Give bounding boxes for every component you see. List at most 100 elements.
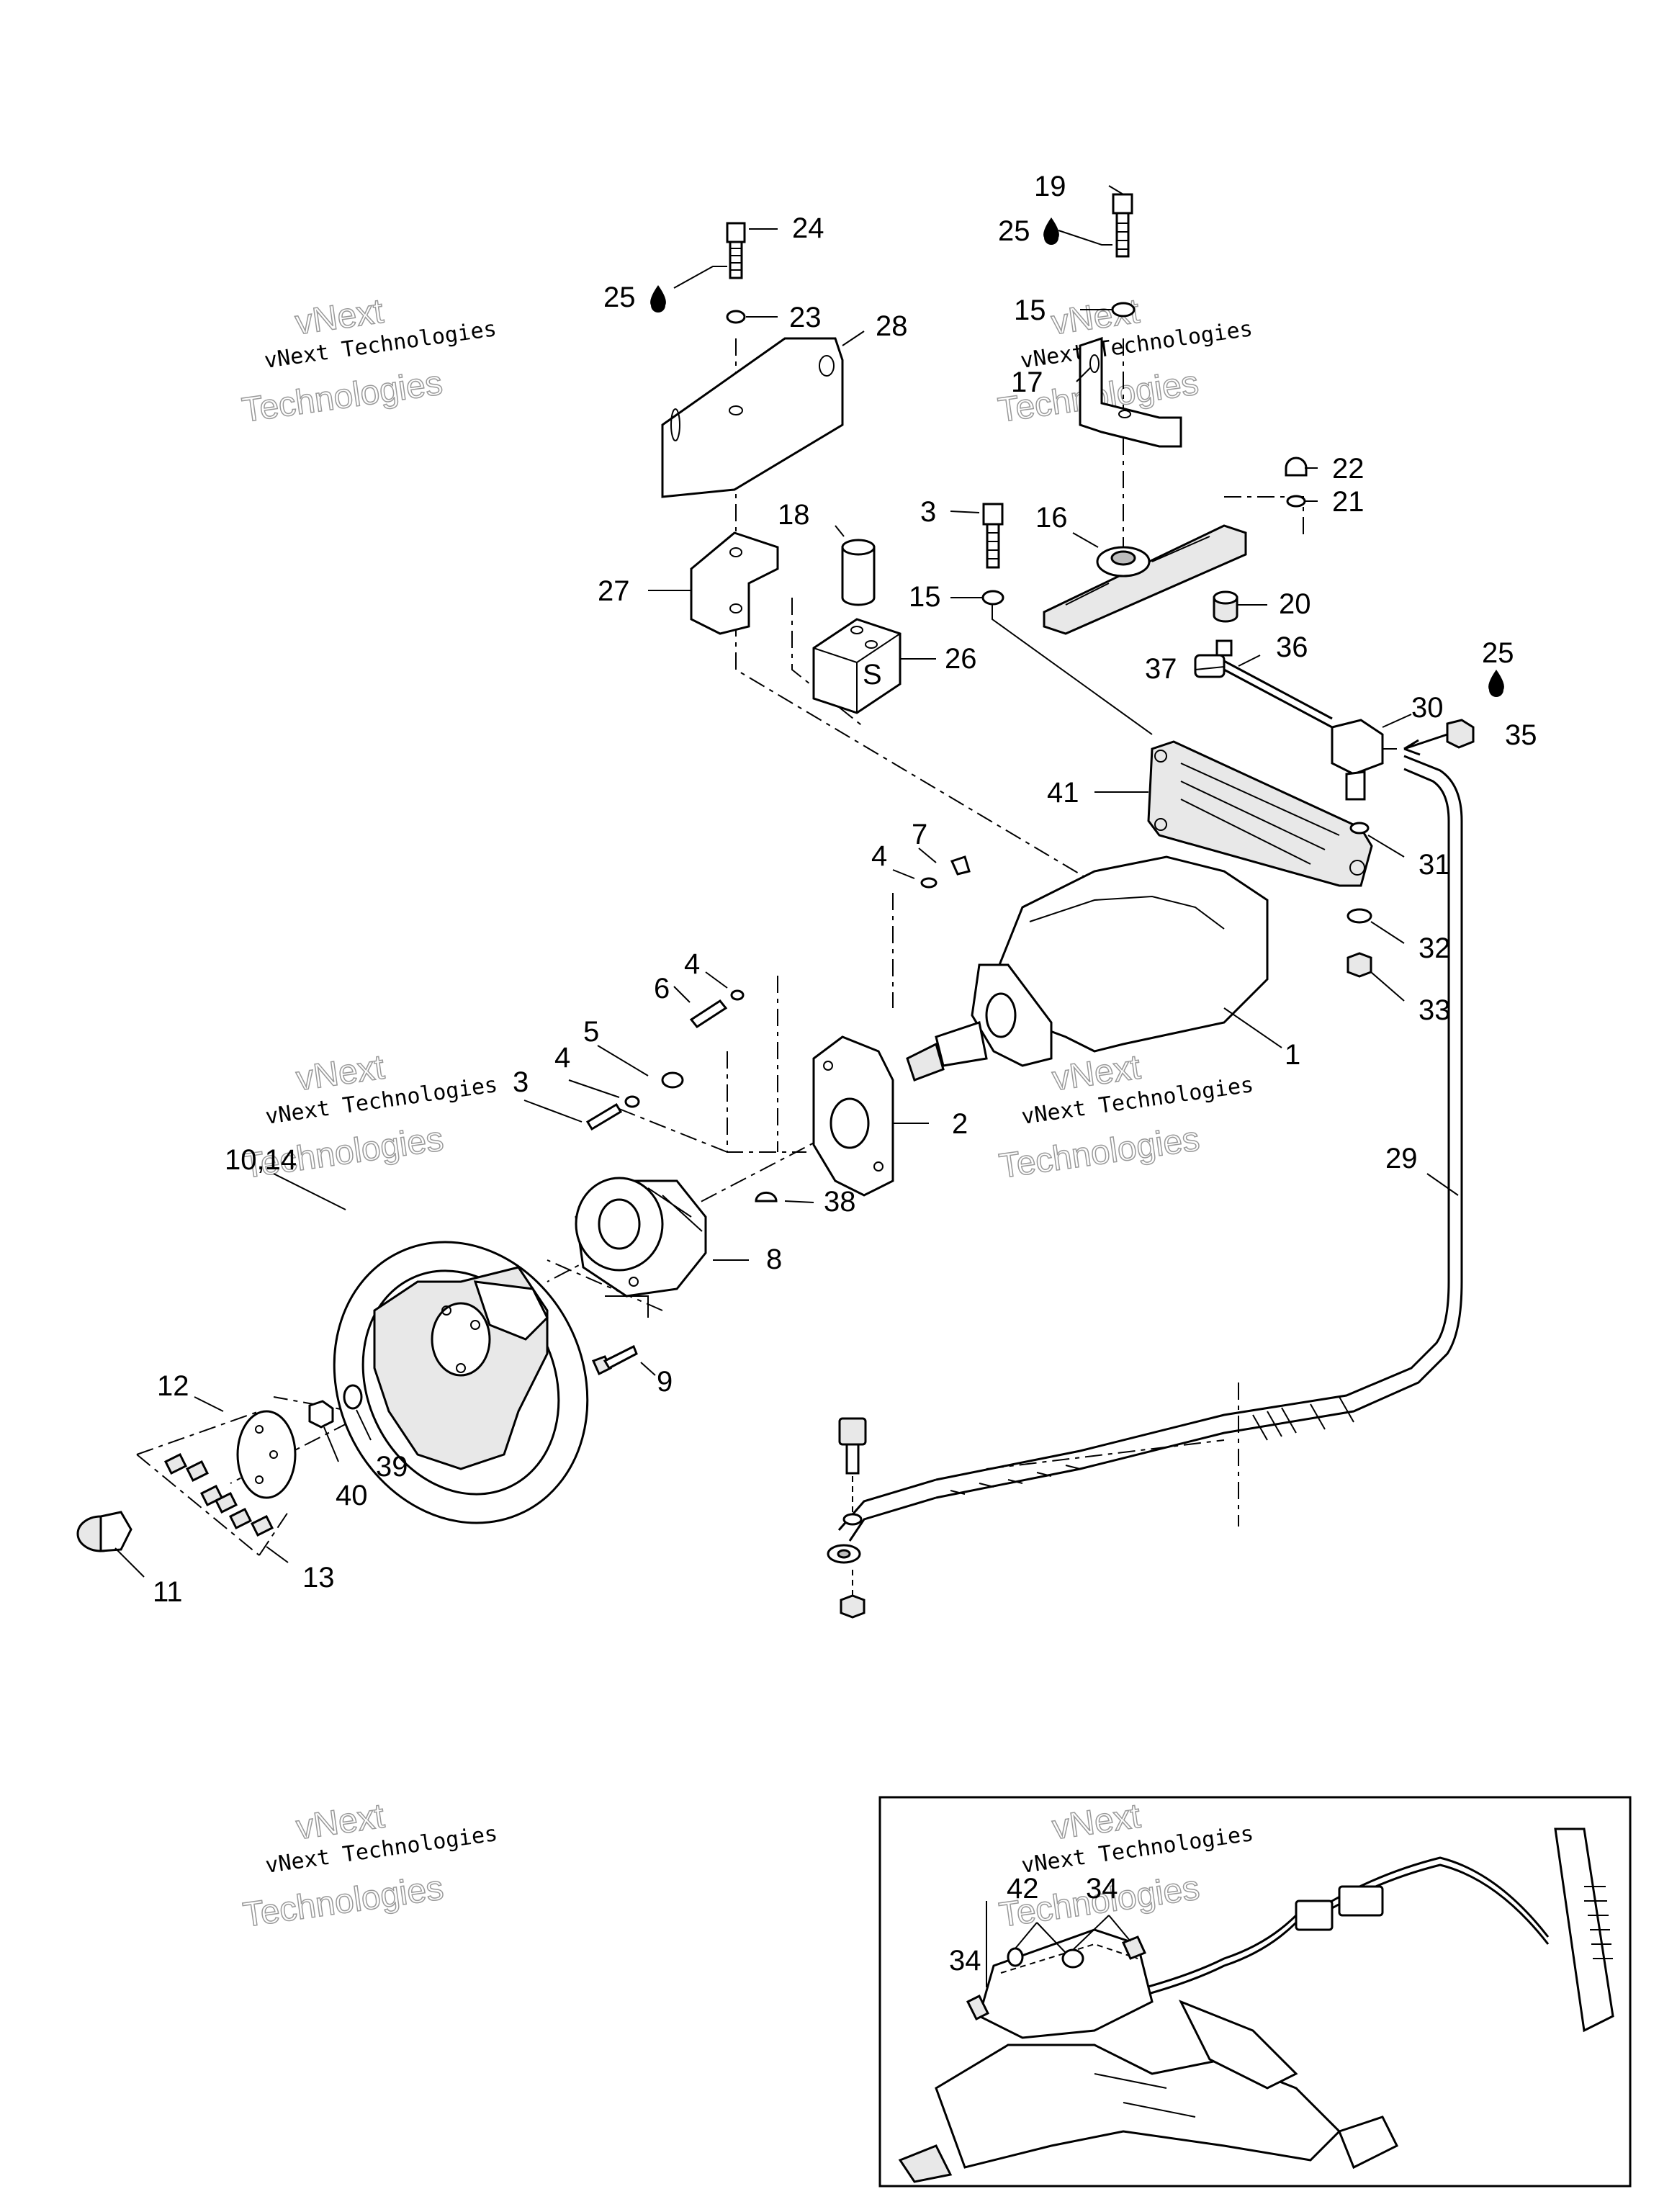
adapter-plate-12 xyxy=(236,1410,297,1499)
label-28: 28 xyxy=(876,310,908,342)
label-30: 30 xyxy=(1411,692,1444,724)
steering-column-1 xyxy=(906,855,1269,1082)
washer-4-mid xyxy=(730,989,745,1001)
label-24: 24 xyxy=(792,212,824,244)
label-25c: 25 xyxy=(1482,637,1514,669)
bolt-3-upper xyxy=(982,503,1004,569)
label-23: 23 xyxy=(789,302,822,333)
watermark-6: vNext vNext Technologies Technologies xyxy=(997,1797,1256,1936)
key-38 xyxy=(755,1191,778,1202)
bolt-24 xyxy=(726,222,746,279)
nut-20 xyxy=(1213,590,1238,623)
svg-text:Technologies: Technologies xyxy=(240,1869,446,1934)
label-22: 22 xyxy=(1332,453,1364,485)
block-26: S xyxy=(812,618,902,714)
label-10-14: 10,14 xyxy=(225,1144,297,1176)
label-15b: 15 xyxy=(909,581,941,613)
bolt-9 xyxy=(591,1344,638,1376)
drop-icon xyxy=(1043,217,1059,245)
svg-text:S: S xyxy=(863,659,882,691)
steering-wheel-10-14 xyxy=(333,1241,589,1524)
washer-21 xyxy=(1286,495,1306,508)
label-36: 36 xyxy=(1276,631,1308,663)
plate-41 xyxy=(1147,740,1373,887)
label-27: 27 xyxy=(598,575,630,607)
bolt-19 xyxy=(1112,193,1133,258)
label-17: 17 xyxy=(1011,367,1043,398)
drop-icon xyxy=(650,285,666,313)
label-21: 21 xyxy=(1332,486,1364,518)
label-34a: 34 xyxy=(1086,1873,1118,1905)
label-37: 37 xyxy=(1145,653,1177,685)
label-41: 41 xyxy=(1047,777,1079,809)
label-1: 1 xyxy=(1285,1039,1300,1071)
nut-40 xyxy=(308,1400,334,1429)
label-4a: 4 xyxy=(871,840,887,872)
label-16: 16 xyxy=(1035,502,1068,534)
fitting-30 xyxy=(1331,719,1397,801)
label-42: 42 xyxy=(1007,1873,1039,1905)
washer-23 xyxy=(726,310,746,324)
label-3b: 3 xyxy=(513,1066,529,1098)
screw-6 xyxy=(689,999,728,1028)
label-38: 38 xyxy=(824,1186,856,1218)
label-4b: 4 xyxy=(684,948,700,980)
bracket-17 xyxy=(1079,336,1182,448)
label-25b: 25 xyxy=(998,215,1030,247)
label-31: 31 xyxy=(1419,849,1451,881)
nut-33 xyxy=(1346,952,1372,978)
label-12: 12 xyxy=(157,1370,189,1402)
nut-35 xyxy=(1446,719,1475,749)
washer-4-lower xyxy=(624,1095,640,1108)
bracket-28 xyxy=(661,337,844,498)
washer-5 xyxy=(661,1071,684,1089)
screws-13 xyxy=(136,1411,289,1556)
watermark-5: vNext vNext Technologies Technologies xyxy=(240,1797,500,1936)
fitting-37-36 xyxy=(1194,639,1333,729)
label-7: 7 xyxy=(912,819,927,850)
screw-7 xyxy=(950,855,971,876)
label-13: 13 xyxy=(302,1562,335,1593)
washer-39 xyxy=(343,1384,363,1410)
washer-15-mid xyxy=(981,590,1004,606)
washer-32 xyxy=(1346,908,1372,924)
label-20: 20 xyxy=(1279,588,1311,620)
drop-icon xyxy=(1488,670,1504,697)
part-labels: 19 24 25 23 28 25 15 17 22 21 18 3 16 27… xyxy=(153,171,1537,1977)
leader-lines xyxy=(114,185,1459,1987)
label-25a: 25 xyxy=(603,282,636,313)
label-3a: 3 xyxy=(920,496,936,528)
svg-text:Technologies: Technologies xyxy=(240,364,445,429)
washer-4-upper xyxy=(920,877,938,889)
washer-31 xyxy=(1349,822,1370,835)
label-40: 40 xyxy=(336,1480,368,1511)
arrow-35 xyxy=(1403,733,1448,756)
spacer-18 xyxy=(841,539,876,606)
label-4c: 4 xyxy=(554,1042,570,1074)
bracket-27 xyxy=(690,531,779,635)
label-34b: 34 xyxy=(949,1945,981,1977)
screw-3-lower xyxy=(585,1102,623,1131)
label-8: 8 xyxy=(766,1244,782,1275)
watermark-1: vNext vNext Technologies Technologies xyxy=(239,292,498,431)
label-29: 29 xyxy=(1385,1143,1418,1174)
cable-end-hardware xyxy=(827,1417,867,1619)
label-32: 32 xyxy=(1419,932,1451,964)
label-11: 11 xyxy=(153,1576,183,1608)
label-19: 19 xyxy=(1034,171,1066,202)
label-6: 6 xyxy=(654,973,670,1004)
label-18: 18 xyxy=(778,499,810,531)
label-15a: 15 xyxy=(1014,295,1046,326)
plate-16 xyxy=(1043,524,1247,635)
cap-nut-22 xyxy=(1285,457,1308,477)
washer-15-top xyxy=(1111,302,1136,318)
hub-8 xyxy=(575,1177,707,1298)
label-35: 35 xyxy=(1505,719,1537,751)
label-2: 2 xyxy=(952,1108,968,1140)
label-9: 9 xyxy=(657,1366,673,1398)
flange-2 xyxy=(812,1035,894,1197)
cap-11 xyxy=(76,1511,132,1552)
label-39: 39 xyxy=(376,1451,408,1483)
label-5: 5 xyxy=(583,1016,599,1048)
label-26: 26 xyxy=(945,643,977,675)
